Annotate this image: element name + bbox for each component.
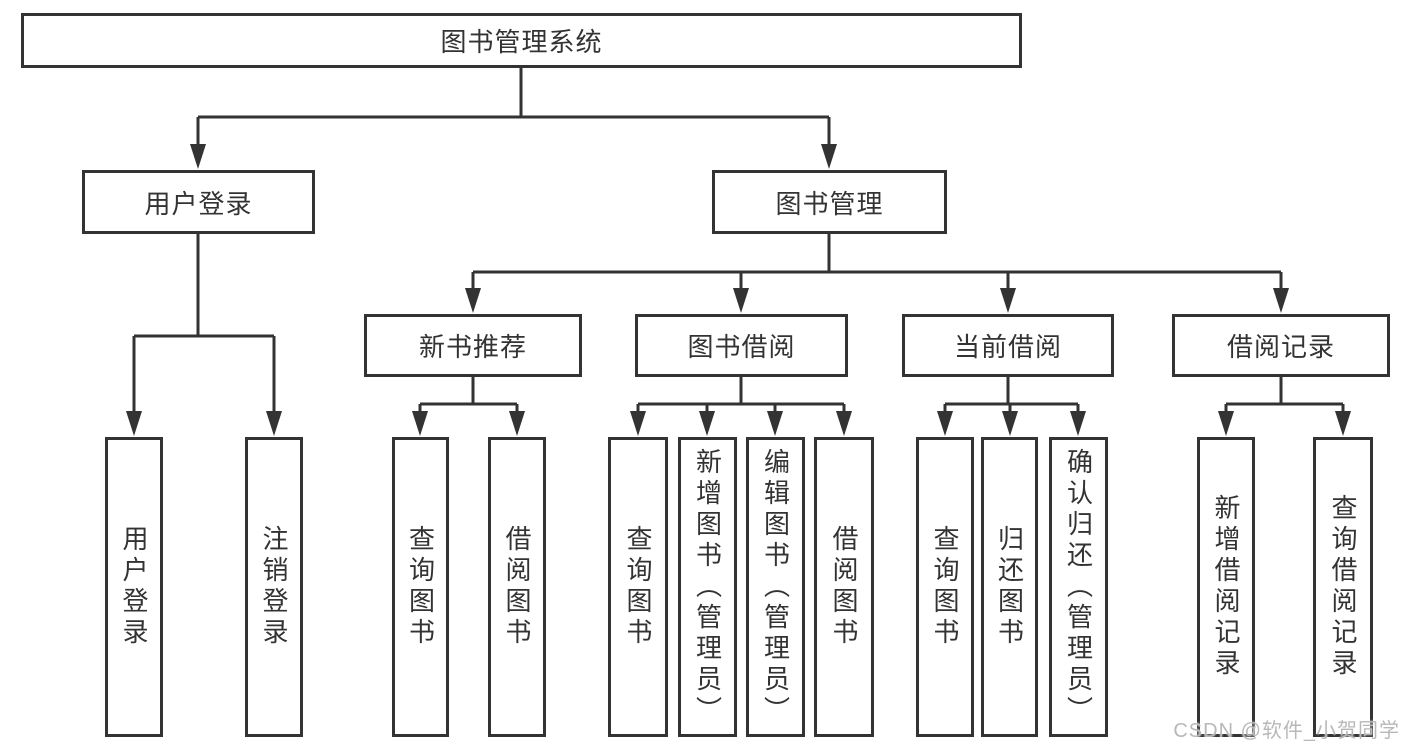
leaf-add-borrow-record-label: 新增借阅记录 bbox=[1211, 494, 1241, 680]
node-library-system-label: 图书管理系统 bbox=[440, 27, 603, 57]
leaf-query-books-2: 查询图书 bbox=[608, 437, 668, 737]
node-borrowing-records: 借阅记录 bbox=[1172, 314, 1390, 377]
node-new-book-recommend: 新书推荐 bbox=[364, 314, 582, 377]
leaf-query-borrow-record-label: 查询借阅记录 bbox=[1328, 494, 1358, 680]
leaf-edit-book-admin: 编辑图书（管理员） bbox=[746, 437, 805, 737]
leaf-query-books-1: 查询图书 bbox=[392, 437, 449, 737]
leaf-confirm-return-admin-label: 确认归还（管理员） bbox=[1063, 447, 1094, 727]
leaf-logout: 注销登录 bbox=[245, 437, 303, 737]
node-borrowing-records-label: 借阅记录 bbox=[1226, 332, 1335, 362]
leaf-query-books-3: 查询图书 bbox=[916, 437, 974, 737]
node-new-book-recommend-label: 新书推荐 bbox=[418, 332, 527, 362]
node-user-login: 用户登录 bbox=[82, 170, 315, 234]
leaf-query-books-1-label: 查询图书 bbox=[405, 525, 436, 649]
leaf-user-login-label: 用户登录 bbox=[119, 525, 149, 649]
leaf-add-borrow-record: 新增借阅记录 bbox=[1197, 437, 1255, 737]
node-library-system: 图书管理系统 bbox=[21, 13, 1022, 68]
leaf-return-books-label: 归还图书 bbox=[994, 525, 1025, 649]
node-book-management-label: 图书管理 bbox=[775, 188, 884, 219]
leaf-add-book-admin: 新增图书（管理员） bbox=[678, 437, 737, 737]
leaf-borrow-books-1-label: 借阅图书 bbox=[502, 525, 532, 649]
leaf-query-books-2-label: 查询图书 bbox=[623, 525, 653, 649]
leaf-edit-book-admin-label: 编辑图书（管理员） bbox=[760, 447, 791, 727]
leaf-borrow-books-1: 借阅图书 bbox=[488, 437, 546, 737]
leaf-return-books: 归还图书 bbox=[981, 437, 1038, 737]
leaf-add-book-admin-label: 新增图书（管理员） bbox=[692, 447, 723, 727]
node-book-borrowing: 图书借阅 bbox=[635, 314, 848, 377]
node-current-borrowing-label: 当前借阅 bbox=[953, 332, 1062, 362]
watermark: CSDN @软件_小贺同学 bbox=[1173, 720, 1400, 742]
leaf-query-borrow-record: 查询借阅记录 bbox=[1313, 437, 1373, 737]
leaf-borrow-books-2-label: 借阅图书 bbox=[829, 525, 859, 649]
node-current-borrowing: 当前借阅 bbox=[902, 314, 1114, 377]
leaf-user-login: 用户登录 bbox=[105, 437, 163, 737]
node-book-management: 图书管理 bbox=[712, 170, 947, 234]
node-user-login-label: 用户登录 bbox=[144, 188, 253, 219]
leaf-confirm-return-admin: 确认归还（管理员） bbox=[1049, 437, 1108, 737]
leaf-query-books-3-label: 查询图书 bbox=[930, 525, 960, 649]
leaf-borrow-books-2: 借阅图书 bbox=[814, 437, 874, 737]
node-book-borrowing-label: 图书借阅 bbox=[687, 332, 796, 362]
leaf-logout-label: 注销登录 bbox=[259, 525, 289, 649]
